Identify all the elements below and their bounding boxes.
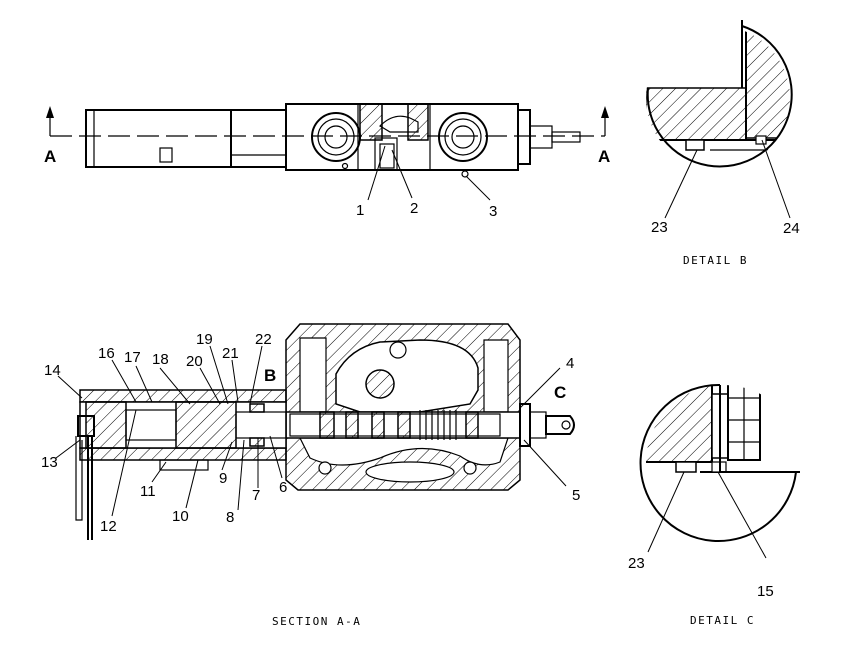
detail-c-callout-23: 23 bbox=[628, 555, 645, 572]
callout-11: 11 bbox=[140, 483, 156, 500]
callout-20: 20 bbox=[186, 353, 203, 370]
callout-2: 2 bbox=[410, 200, 418, 217]
callout-14: 14 bbox=[44, 362, 61, 379]
callout-22: 22 bbox=[255, 331, 272, 348]
detail-ref-c: C bbox=[554, 383, 566, 402]
callout-19: 19 bbox=[196, 331, 213, 348]
detail-b-caption: DETAIL B bbox=[683, 254, 748, 267]
section-mark-right: A bbox=[598, 147, 610, 166]
callout-17: 17 bbox=[124, 349, 141, 366]
callout-21: 21 bbox=[222, 345, 239, 362]
callout-1: 1 bbox=[356, 202, 364, 219]
callout-16: 16 bbox=[98, 345, 115, 362]
callout-7: 7 bbox=[252, 487, 260, 504]
callout-8: 8 bbox=[226, 509, 234, 526]
detail-c: 23 15 DETAIL C bbox=[628, 383, 800, 627]
section-a-a: B C 4 5 6 7 8 9 10 11 12 13 14 16 17 18 bbox=[41, 323, 580, 628]
callout-9: 9 bbox=[219, 470, 227, 487]
detail-b-callout-24: 24 bbox=[783, 220, 800, 237]
callout-18: 18 bbox=[152, 351, 169, 368]
detail-c-caption: DETAIL C bbox=[690, 614, 755, 627]
callout-4: 4 bbox=[566, 355, 574, 372]
detail-c-callout-15: 15 bbox=[757, 583, 774, 600]
callout-12: 12 bbox=[100, 518, 117, 535]
callout-3: 3 bbox=[489, 203, 497, 220]
callout-10: 10 bbox=[172, 508, 189, 525]
callout-13: 13 bbox=[41, 454, 58, 471]
detail-b-callout-23: 23 bbox=[651, 219, 668, 236]
detail-b: 23 24 DETAIL B bbox=[646, 20, 800, 267]
section-caption: SECTION A-A bbox=[272, 615, 361, 628]
detail-ref-b: B bbox=[264, 366, 276, 385]
spool-lands bbox=[319, 410, 479, 440]
callout-5: 5 bbox=[572, 487, 580, 504]
section-mark-left: A bbox=[44, 147, 56, 166]
callout-6: 6 bbox=[279, 479, 287, 496]
top-view: A A 1 2 3 bbox=[44, 103, 610, 220]
